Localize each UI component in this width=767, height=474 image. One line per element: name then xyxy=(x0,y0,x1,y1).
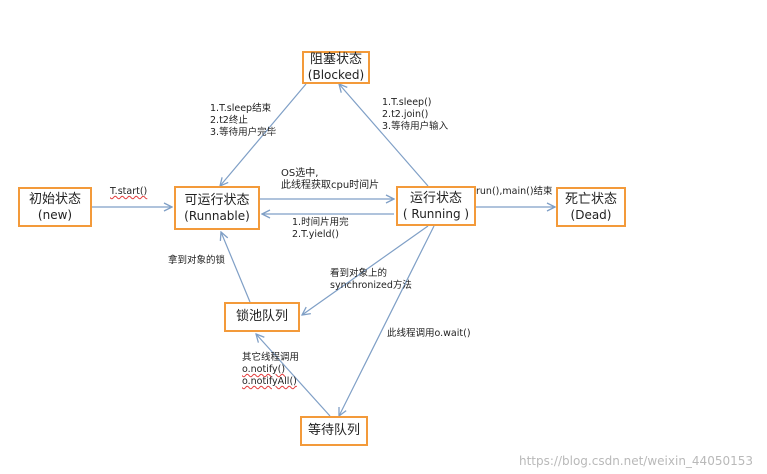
state-runnable-sublabel: (Runnable) xyxy=(184,208,250,223)
label-runnable-to-running: OS选中, 此线程获取cpu时间片 xyxy=(281,168,379,192)
label-running-to-dead: run(),main()结束 xyxy=(476,186,553,198)
arrow-lockpool-to-runnable xyxy=(221,232,251,303)
state-new-sublabel: (new) xyxy=(37,207,73,222)
label-line: 2.t2终止 xyxy=(210,115,248,126)
state-blocked-label: 阻塞状态 xyxy=(309,52,362,67)
arrow-running-to-lockpool xyxy=(302,225,429,315)
state-dead: 死亡状态 (Dead) xyxy=(556,187,626,227)
label-blocked-to-runnable: 1.T.sleep结束 2.t2终止 3.等待用户完毕 xyxy=(210,103,276,139)
label-line: 3.等待用户完毕 xyxy=(210,127,277,138)
label-running-to-lockpool: 看到对象上的 synchronized方法 xyxy=(330,268,412,292)
label-lockpool-to-runnable: 拿到对象的锁 xyxy=(168,255,225,267)
state-runnable-label: 可运行状态 xyxy=(184,192,250,208)
state-new: 初始状态 (new) xyxy=(18,187,92,227)
state-lock-pool-label: 锁池队列 xyxy=(235,309,288,324)
arrow-running-to-wait xyxy=(339,225,435,416)
label-line: 1.T.sleep结束 xyxy=(210,103,272,114)
state-running-label: 运行状态 xyxy=(409,190,462,206)
watermark-url: https://blog.csdn.net/weixin_44050153 xyxy=(518,454,753,468)
label-line: 2.t2.join() xyxy=(382,109,429,120)
state-dead-sublabel: (Dead) xyxy=(570,207,612,222)
state-runnable: 可运行状态 (Runnable) xyxy=(174,186,260,230)
label-running-to-blocked: 1.T.sleep() 2.t2.join() 3.等待用户输入 xyxy=(382,97,448,133)
label-line: 2.T.yield() xyxy=(292,229,339,240)
label-running-to-wait: 此线程调用o.wait() xyxy=(387,328,471,340)
label-line: o.notifyAll() xyxy=(242,376,297,387)
label-line: run(),main()结束 xyxy=(476,186,553,197)
arrow-blocked-to-runnable xyxy=(220,83,307,186)
label-line: 此线程调用o.wait() xyxy=(387,328,471,339)
arrow-wait-to-lockpool xyxy=(256,334,331,417)
label-line: T.start() xyxy=(110,186,148,197)
label-line: o.notify() xyxy=(242,364,286,375)
state-wait-queue-label: 等待队列 xyxy=(307,423,360,438)
state-wait-queue: 等待队列 xyxy=(300,416,368,446)
label-running-to-runnable: 1.时间片用完 2.T.yield() xyxy=(292,217,349,241)
state-blocked-sublabel: (Blocked) xyxy=(307,68,365,82)
state-lock-pool: 锁池队列 xyxy=(224,302,300,332)
state-blocked: 阻塞状态 (Blocked) xyxy=(302,51,370,84)
label-line: OS选中, xyxy=(281,168,319,179)
label-line: 3.等待用户输入 xyxy=(382,121,449,132)
state-new-label: 初始状态 xyxy=(28,191,81,207)
label-line: 拿到对象的锁 xyxy=(168,255,226,266)
label-line: 看到对象上的 xyxy=(330,268,388,279)
state-running-sublabel: ( Running ) xyxy=(402,206,470,221)
label-line: 1.T.sleep() xyxy=(382,97,432,108)
state-dead-label: 死亡状态 xyxy=(564,191,617,207)
state-running: 运行状态 ( Running ) xyxy=(396,186,476,226)
label-line: synchronized方法 xyxy=(330,280,412,291)
label-line: 此线程获取cpu时间片 xyxy=(281,180,380,191)
label-line: 1.时间片用完 xyxy=(292,217,349,228)
label-new-to-runnable: T.start() xyxy=(110,186,147,198)
label-wait-to-lockpool: 其它线程调用 o.notify() o.notifyAll() xyxy=(242,352,299,388)
label-line: 其它线程调用 xyxy=(242,352,300,363)
arrow-running-to-blocked xyxy=(339,84,429,187)
